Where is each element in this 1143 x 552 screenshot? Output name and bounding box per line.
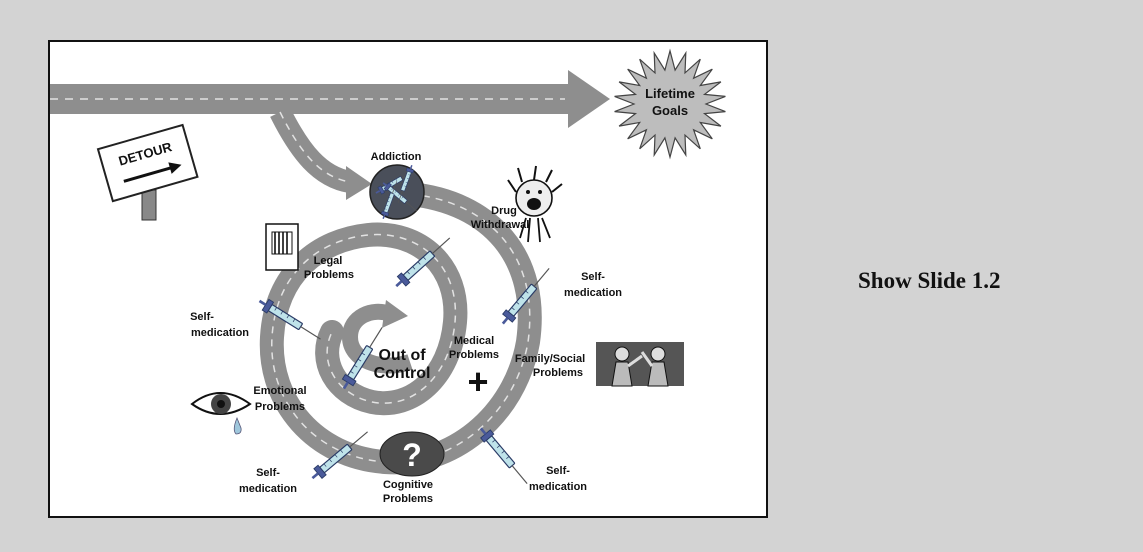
family-argument-icon [596,342,684,387]
label-addiction: Addiction [371,151,422,163]
label-emotional: Emotional [253,385,306,397]
label-emotional-problems: Problems [255,401,305,413]
label-self-med-left-1: Self- [190,311,214,323]
addiction-spiral-diagram: Lifetime Goals DETOUR [50,48,726,505]
lifetime-goals-starburst: Lifetime Goals [614,48,726,160]
label-self-med-bottom-left-1: Self- [256,467,280,479]
detour-sign: DETOUR [96,123,199,221]
label-self-med-right-upper-2: medication [564,287,622,299]
goal-line2: Goals [652,103,688,118]
side-caption: Show Slide 1.2 [858,268,1001,293]
label-withdrawal: Withdrawal [471,219,530,231]
withdrawal-face-icon [507,165,563,243]
question-mark: ? [402,437,422,473]
label-medical-problems: Problems [449,349,499,361]
syringe-bottom-right [475,423,533,489]
label-self-med-left-2: medication [191,327,249,339]
spiral-road [259,182,542,475]
label-family-social-problems: Problems [533,367,583,379]
label-medical: Medical [454,335,494,347]
label-self-med-right-upper-1: Self- [581,271,605,283]
detour-road [270,107,372,200]
addiction-circle [369,163,425,221]
label-cognitive-problems: Problems [383,493,433,505]
goal-line1: Lifetime [645,86,695,101]
question-mark-icon: ? [379,431,445,477]
crying-eye-icon [190,392,252,435]
label-legal: Legal [314,255,343,267]
label-self-med-bottom-right-2: medication [529,481,587,493]
label-drug: Drug [491,205,517,217]
plus-sign: + [467,361,488,402]
label-cognitive: Cognitive [383,479,433,491]
label-out-of: Out of [378,347,426,364]
label-self-med-bottom-left-2: medication [239,483,297,495]
label-control: Control [374,365,431,382]
slide-frame: Lifetime Goals DETOUR [48,40,768,518]
jail-icon [265,223,299,271]
main-road-arrow [50,70,610,128]
label-legal-problems: Problems [304,269,354,281]
label-self-med-bottom-right-1: Self- [546,465,570,477]
label-family-social: Family/Social [515,353,585,365]
